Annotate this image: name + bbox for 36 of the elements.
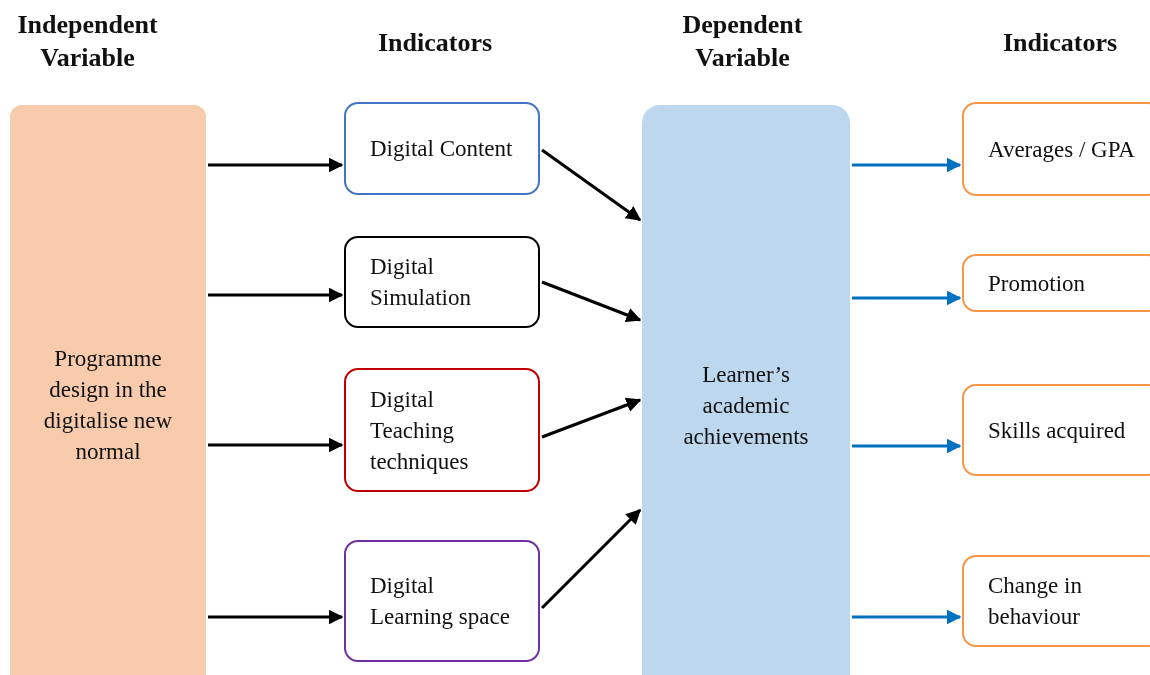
column-heading: Dependent Variable [681,9,804,74]
arrow [208,437,344,453]
node-text: Digital Learning space [370,572,511,631]
arrow [541,148,642,222]
arrow [852,438,962,454]
variable-panel [642,105,850,675]
node-text: Learner’s academic achievements [682,360,810,451]
arrow [208,157,344,173]
node-text: Digital Simulation [370,253,472,312]
variable-panel [10,105,206,675]
indicator-box [962,254,1150,312]
indicator-box [962,384,1150,476]
node-text: Promotion [988,269,1086,298]
column-heading: Indicators [376,27,494,59]
column-heading: Independent Variable [16,9,159,74]
indicator-box [344,368,540,492]
arrow [852,290,962,306]
column-heading: Indicators [1001,27,1119,59]
indicator-box [344,540,540,662]
node-text: Averages / GPA [988,135,1135,164]
node-text: Skills acquired [988,416,1126,445]
arrow [541,280,642,323]
indicator-box [344,236,540,328]
indicator-box [962,102,1150,196]
arrow [852,157,962,173]
indicator-box [962,555,1150,647]
node-text: Digital Teaching techniques [370,385,470,476]
node-text: Programme design in the digitalise new normal [42,345,174,466]
indicator-box [344,102,540,195]
node-text: Digital Content [370,135,513,163]
arrow [208,287,344,303]
arrow [852,609,962,625]
arrow [208,609,344,625]
node-text: Change in behaviour [988,572,1083,631]
arrow [540,508,642,610]
arrow [541,397,642,439]
